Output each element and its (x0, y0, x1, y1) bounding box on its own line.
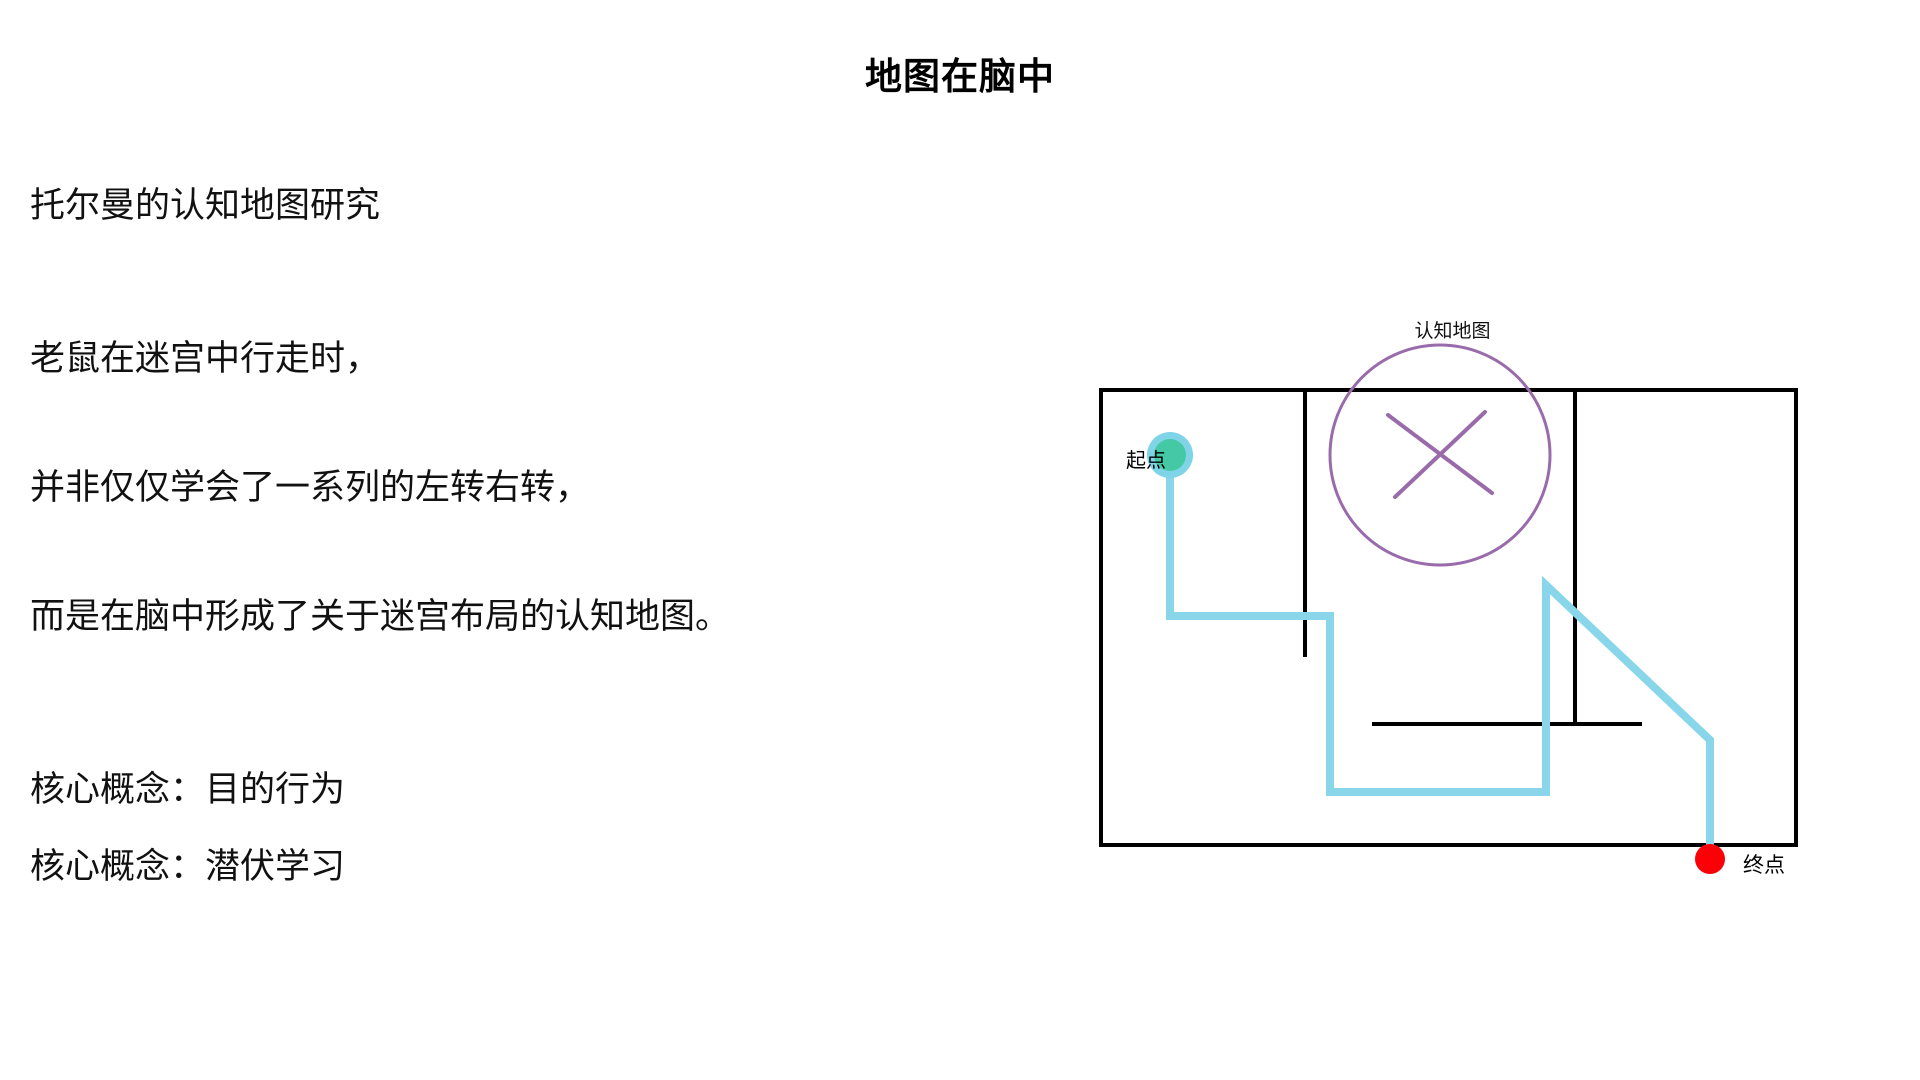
description-line-1: 老鼠在迷宫中行走时， (30, 339, 381, 378)
start-point-label: 起点 (1126, 450, 1166, 472)
concept-latent-learning: 核心概念：潜伏学习 (30, 847, 346, 886)
start-marker-icon (1154, 439, 1186, 471)
rat-route-path (1166, 455, 1714, 859)
end-point-label: 终点 (1743, 854, 1785, 877)
end-marker-icon (1695, 844, 1725, 874)
maze-diagram: 认知地图 起点 终点 (1080, 300, 1900, 920)
description-line-3: 而是在脑中形成了关于迷宫布局的认知地图。 (30, 597, 731, 636)
description-paragraph: 老鼠在迷宫中行走时， 并非仅仅学会了一系列的左转右转， 而是在脑中形成了关于迷宫… (30, 271, 1030, 728)
cognitive-map-circle (1328, 343, 1552, 567)
body-text-block: 托尔曼的认知地图研究 老鼠在迷宫中行走时， 并非仅仅学会了一系列的左转右转， 而… (30, 188, 1030, 926)
concept-purposive-behavior: 核心概念：目的行为 (30, 770, 346, 809)
description-line-2: 并非仅仅学会了一系列的左转右转， (30, 468, 591, 507)
cognitive-map-label: 认知地图 (1414, 321, 1491, 342)
page-title: 地图在脑中 (865, 56, 1055, 97)
cognitive-map-cross-stroke-2 (1393, 410, 1487, 499)
section-heading: 托尔曼的认知地图研究 (30, 186, 381, 225)
maze-outer-wall (1099, 388, 1798, 847)
